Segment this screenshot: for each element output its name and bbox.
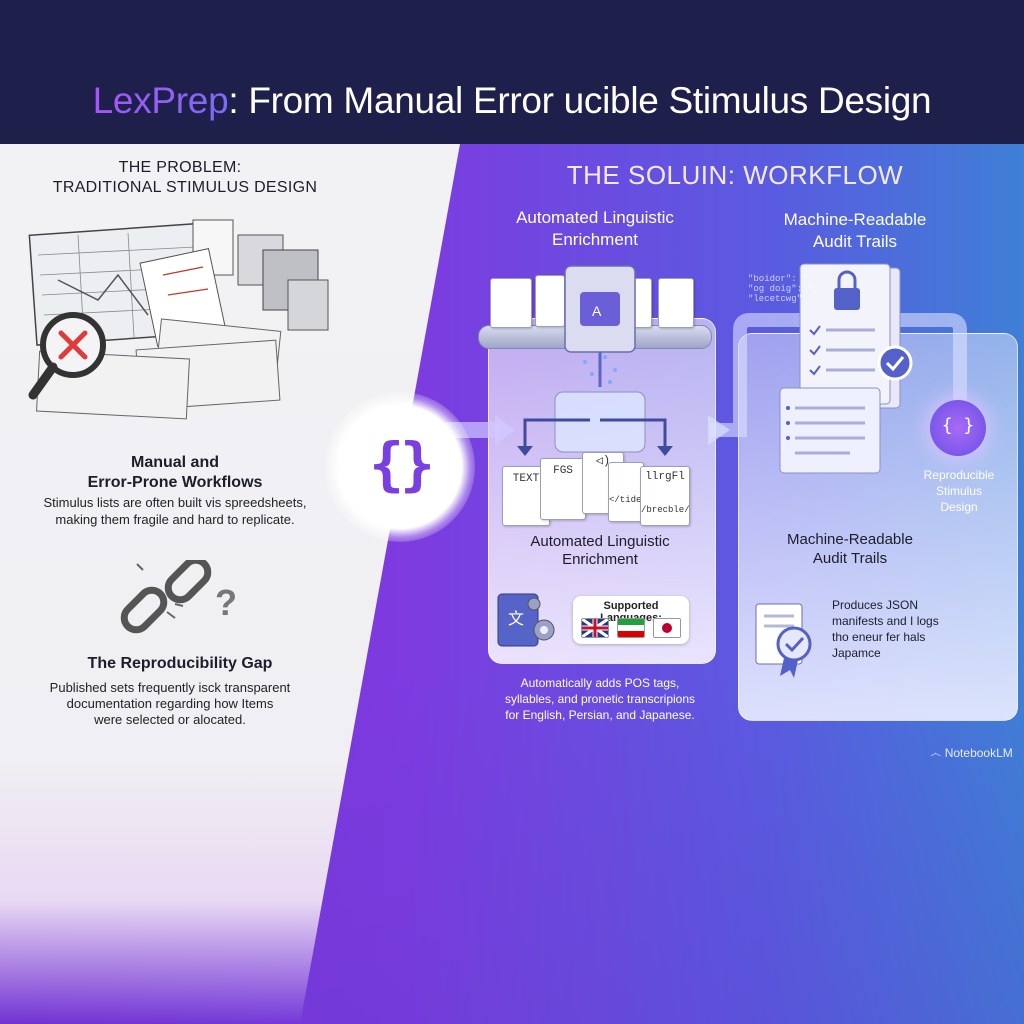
card2-body-line1: Produces JSON bbox=[832, 598, 919, 612]
reproducibility-body-line3: were selected or alocated. bbox=[94, 712, 246, 727]
title-rest: : From Manual Error ucible Stimulus Desi… bbox=[228, 80, 932, 121]
page-title: LexPrep: From Manual Error ucible Stimul… bbox=[0, 80, 1024, 122]
japan-flag-icon bbox=[653, 618, 681, 638]
card1-title-line2: Enrichment bbox=[562, 551, 638, 568]
solution-heading: THE SOLUIN: WORKFLOW bbox=[566, 160, 904, 190]
card2-body-line4: Japamce bbox=[832, 646, 881, 660]
header-bar bbox=[0, 0, 1024, 144]
reproducibility-gap-title: The Reproducibility Gap bbox=[87, 655, 273, 672]
col1-title-line2: Enrichment bbox=[552, 230, 638, 249]
code-braces-hub: {} bbox=[325, 392, 475, 542]
broken-link-icon: ? bbox=[120, 560, 237, 634]
card2-title-line2: Audit Trails bbox=[812, 550, 888, 567]
workflow-body-line1: Stimulus lists are often built vis spree… bbox=[43, 495, 307, 510]
card1-body-line3: for English, Persian, and Japanese. bbox=[505, 708, 695, 722]
output-doc-pos: FGS bbox=[540, 458, 586, 520]
reproducible-design-badge: { } bbox=[930, 400, 986, 456]
workflow-title-line1: Manual and bbox=[130, 454, 219, 471]
output-doc-phonetic: llrgFl/brecble/ bbox=[640, 466, 690, 526]
uk-flag-icon bbox=[581, 618, 609, 638]
svg-text:?: ? bbox=[215, 582, 237, 623]
braces-badge-icon: { } bbox=[941, 415, 975, 436]
split-arrows bbox=[517, 418, 673, 456]
col2-title-line2: Audit Trails bbox=[812, 232, 898, 251]
json-code-snippet: "boidor": " "og doig": ", "lecetcwg" bbox=[748, 274, 819, 304]
card1-title-line1: Automated Linguistic bbox=[530, 533, 670, 550]
certified-document-icon bbox=[755, 603, 812, 678]
problem-heading-line2: TRADITIONAL STIMULUS DESIGN bbox=[52, 179, 318, 196]
iran-flag-icon bbox=[617, 618, 645, 638]
badge-label-line1: Reproducible bbox=[923, 468, 995, 482]
processing-machine: A bbox=[554, 265, 646, 453]
input-doc bbox=[490, 278, 532, 328]
badge-label-line3: Design bbox=[940, 500, 978, 514]
col2-title-line1: Machine-Readable bbox=[783, 210, 927, 229]
audit-documents-illustration bbox=[779, 263, 913, 474]
col1-title-line1: Automated Linguistic bbox=[516, 208, 674, 227]
notebooklm-logo-icon: ෴ bbox=[930, 746, 945, 760]
brand-name: LexPrep bbox=[92, 80, 229, 121]
curly-braces-icon: {} bbox=[369, 430, 435, 498]
supported-languages-box: Supported Languages: bbox=[573, 596, 689, 644]
workflow-title-line2: Error-Prone Workflows bbox=[87, 474, 263, 491]
badge-label-line2: Stimulus bbox=[935, 484, 982, 498]
card2-body-line2: manifests and I logs bbox=[832, 614, 939, 628]
messy-paperwork-illustration bbox=[28, 219, 329, 420]
input-doc bbox=[535, 275, 565, 327]
svg-text:A: A bbox=[592, 303, 602, 319]
reproducibility-body-line2: documentation regarding how Items bbox=[66, 696, 274, 711]
language-book-icon: 文 bbox=[497, 593, 555, 647]
card2-body-line3: tho eneur fer hals bbox=[832, 630, 926, 644]
input-doc bbox=[658, 278, 694, 328]
svg-text:文: 文 bbox=[508, 609, 524, 628]
problem-heading-line1: THE PROBLEM: bbox=[118, 159, 242, 176]
card1-body-line1: Automatically adds POS tags, bbox=[520, 676, 680, 690]
notebooklm-watermark: ෴ NotebookLM bbox=[930, 746, 1013, 760]
reproducibility-body-line1: Published sets frequently isck transpare… bbox=[49, 680, 291, 695]
card1-body-line2: syllables, and pronetic transcripions bbox=[504, 692, 696, 706]
output-doc-tags: </tide> bbox=[608, 462, 647, 522]
card2-title-line1: Machine-Readable bbox=[787, 531, 913, 548]
workflow-body-line2: making them fragile and hard to replicat… bbox=[55, 512, 295, 527]
